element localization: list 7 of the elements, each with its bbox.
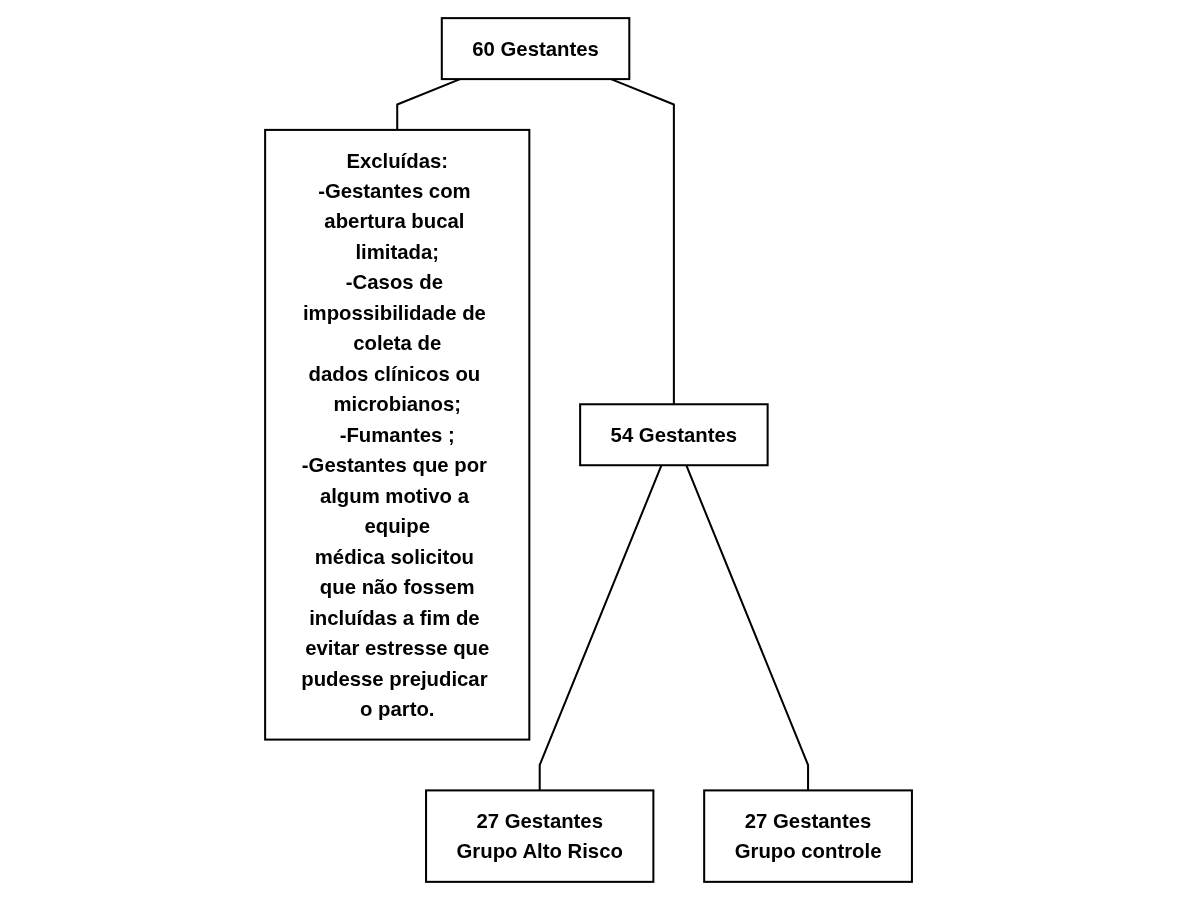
connector [539, 464, 663, 790]
node-box: 27 Gestantes Grupo controle [703, 788, 914, 883]
node-box: 60 Gestantes [441, 16, 631, 80]
connector [685, 464, 810, 790]
node-box: 54 Gestantes [579, 402, 770, 466]
node-box: Excluídas: -Gestantes com abertura bucal limitada; -Casos de impossibilidade de coleta de dados clínicos ou microbianos; -Fumantes ; -Gestantes que por algum motivo a equipe médica solicitou que não fossem incluídas a fim de evitar estresse que pudesse prejudicar o parto. [264, 128, 531, 741]
node-box: 27 Gestantes Grupo Alto Risco [425, 788, 655, 883]
